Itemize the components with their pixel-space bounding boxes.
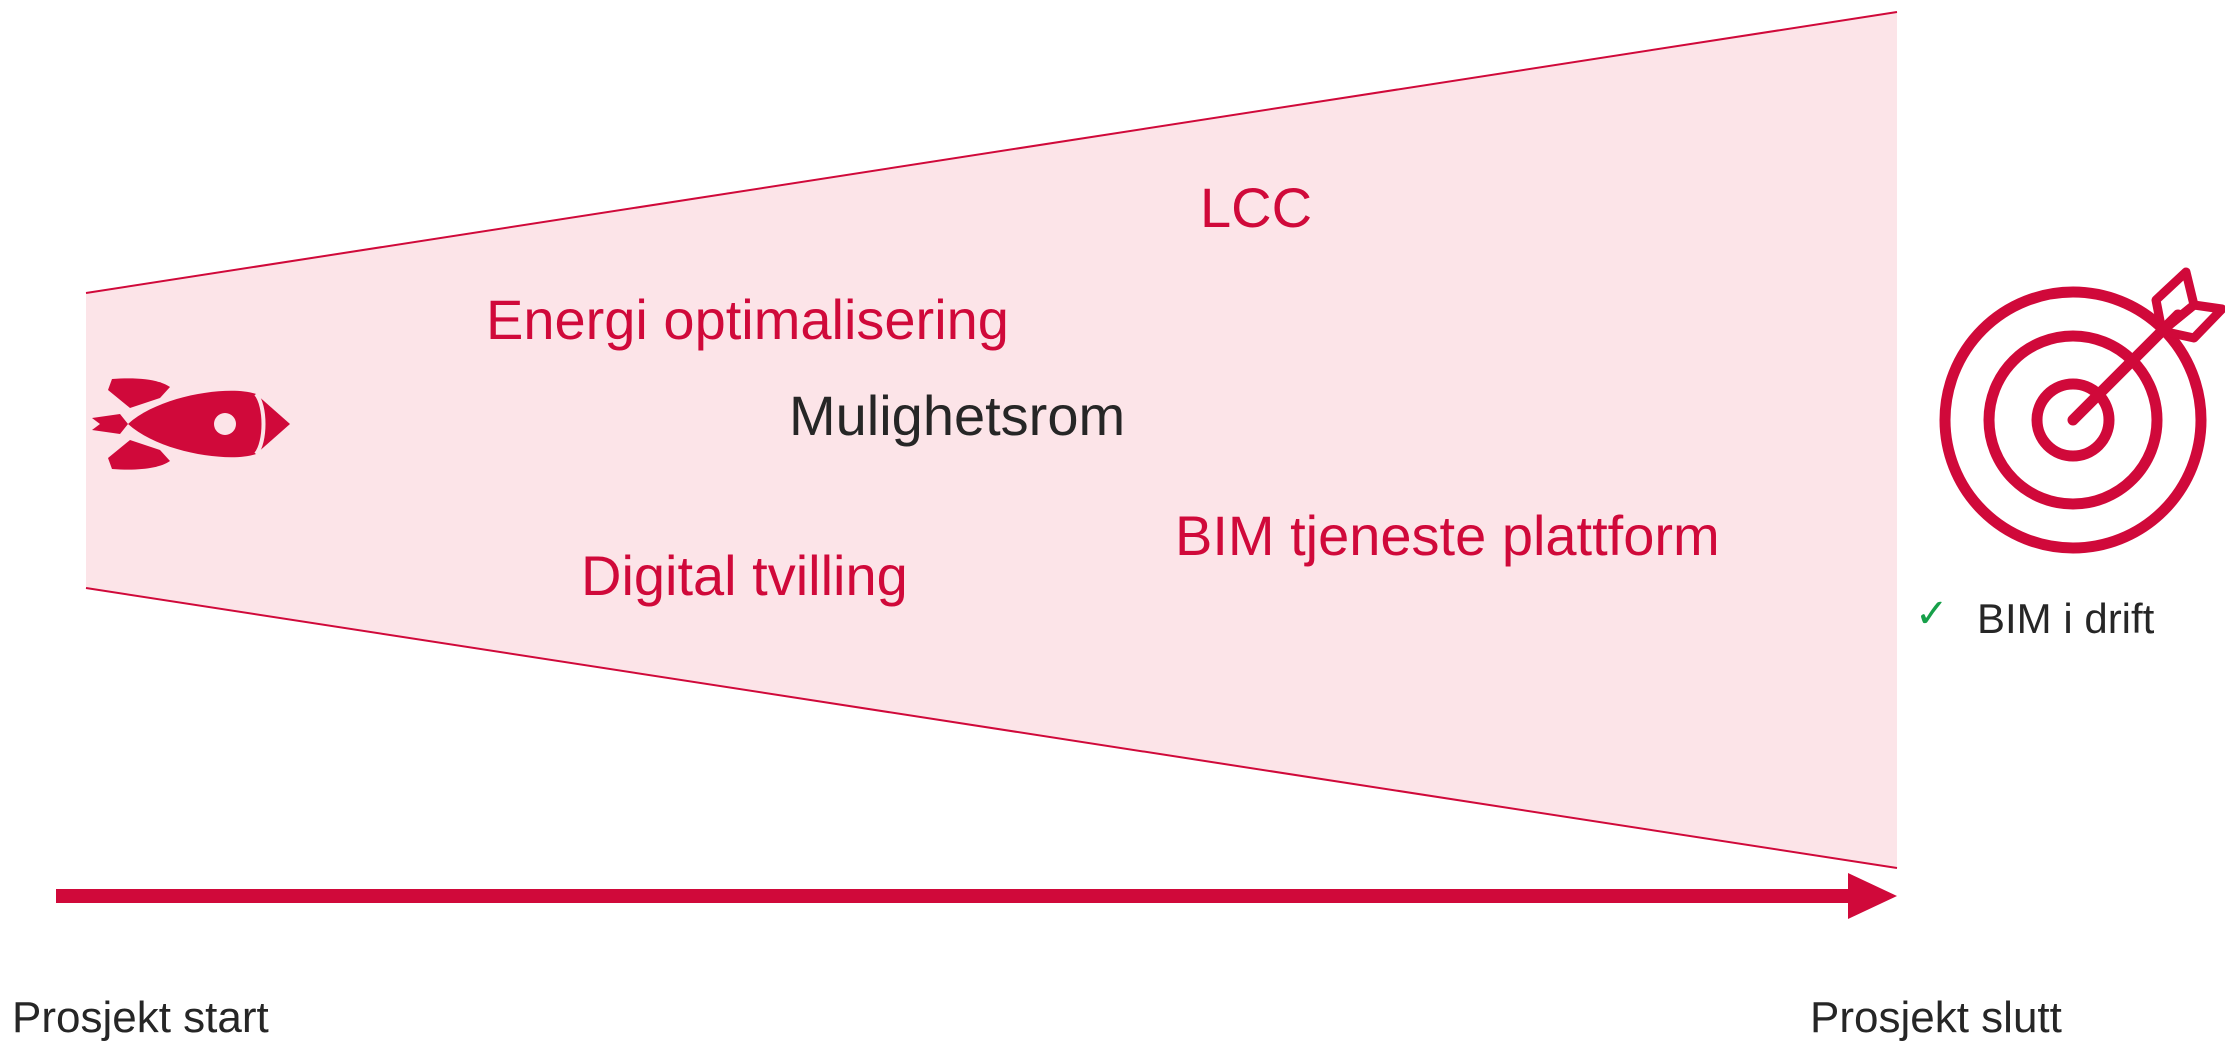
center-label: Mulighetsrom xyxy=(789,384,1126,447)
opportunity-digital-tvilling: Digital tvilling xyxy=(581,544,908,607)
opportunity-bim-tjeneste-plattform: BIM tjeneste plattform xyxy=(1175,504,1720,567)
opportunity-lcc: LCC xyxy=(1200,176,1313,239)
funnel-bottom-edge xyxy=(85,587,1898,869)
opportunity-energi-optimalisering: Energi optimalisering xyxy=(486,288,1009,351)
axis-end-label: Prosjekt slutt xyxy=(1810,993,2062,1042)
timeline-arrow xyxy=(56,873,1897,919)
target-arrow-icon xyxy=(1939,267,2225,554)
funnel-top-edge xyxy=(85,11,1898,294)
goal-label: BIM i drift xyxy=(1977,595,2155,642)
check-icon: ✓ xyxy=(1915,592,1949,636)
axis-start-label: Prosjekt start xyxy=(12,993,269,1042)
rocket-icon xyxy=(92,378,290,470)
opportunity-funnel xyxy=(86,12,1897,868)
